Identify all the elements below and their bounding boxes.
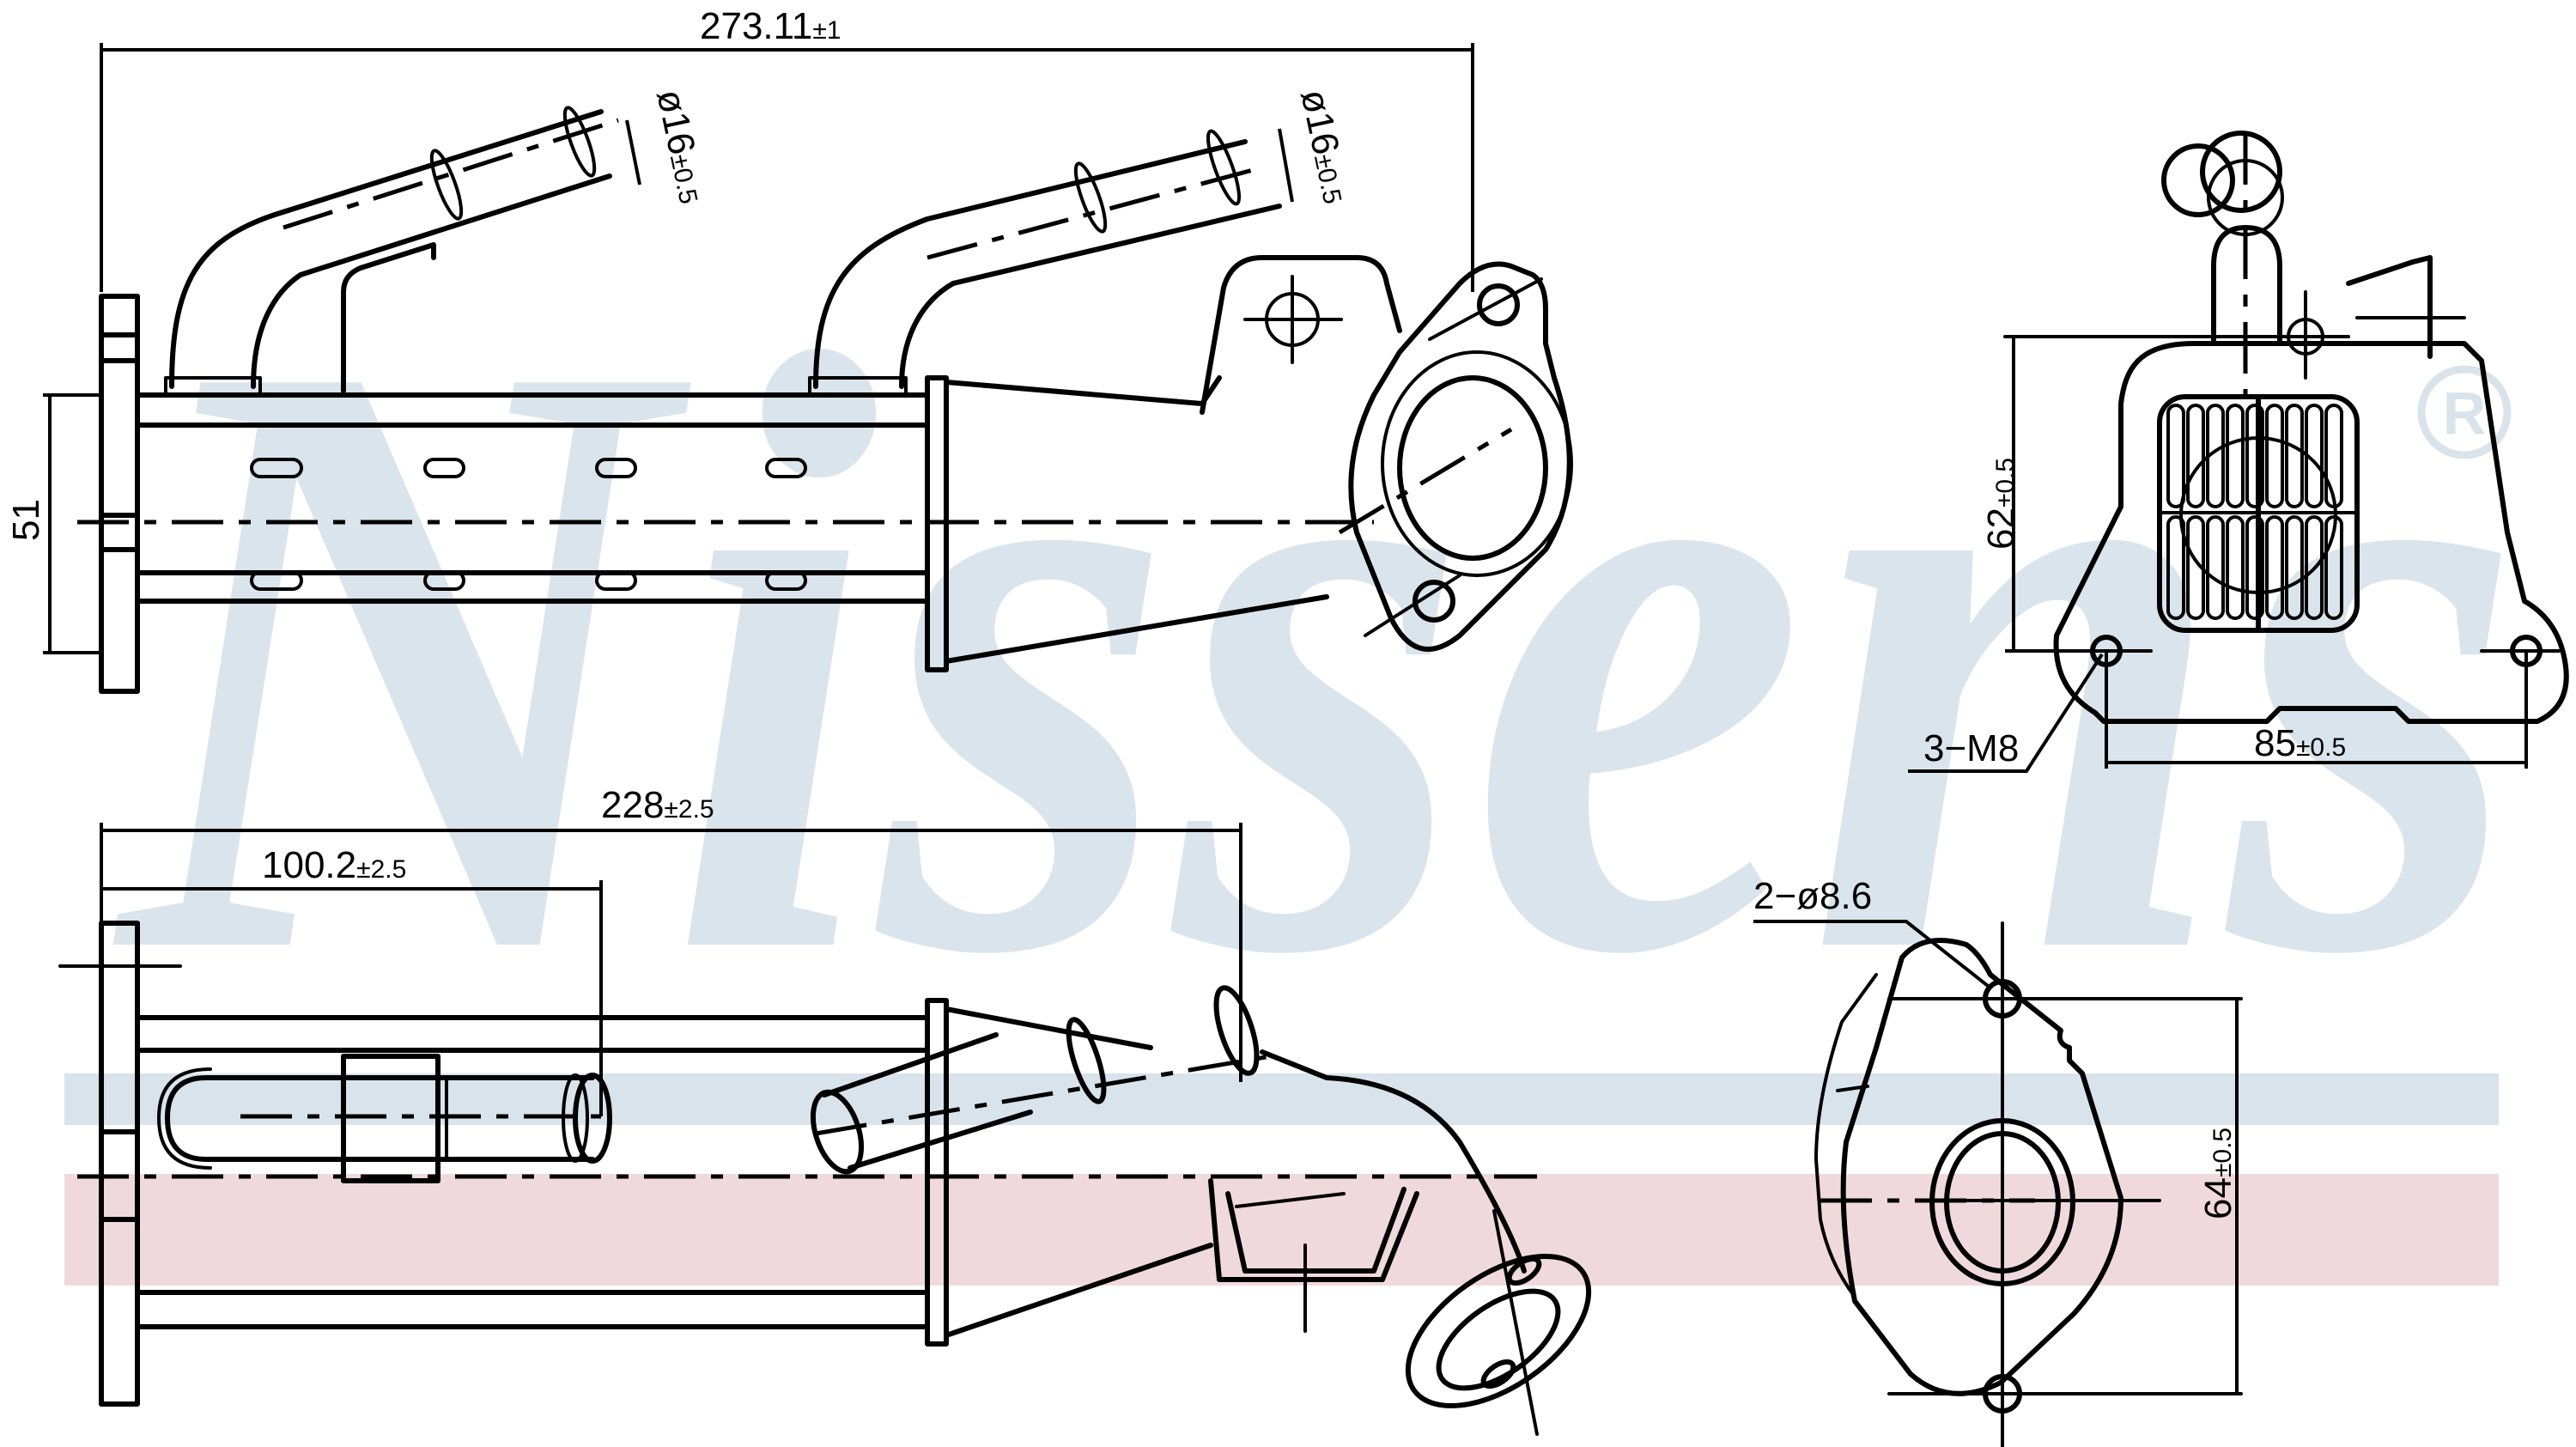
svg-text:2−ø8.6: 2−ø8.6 <box>1753 875 1872 917</box>
registered-mark-icon: R <box>2417 365 2512 459</box>
dim-overall-length: 273.11±1 <box>100 5 1474 292</box>
dim-inlet-distance: 100.2±2.5 <box>101 844 603 1116</box>
dim-pipe-diameter-left: ø16±0.5 <box>625 86 714 207</box>
svg-text:ø16±0.5: ø16±0.5 <box>648 86 714 207</box>
svg-text:85±0.5: 85±0.5 <box>2254 722 2346 764</box>
thread-callout: 3−M8 <box>1908 653 2104 773</box>
end-view-fins <box>2158 397 2359 631</box>
svg-text:273.11±1: 273.11±1 <box>700 5 841 47</box>
svg-text:64±0.5: 64±0.5 <box>2197 1128 2239 1219</box>
svg-text:228±2.5: 228±2.5 <box>601 784 714 826</box>
svg-text:62±0.5: 62±0.5 <box>1980 458 2022 550</box>
flange-view: 64±0.5 2−ø8.6 <box>1753 875 2243 1447</box>
top-view: 273.11±1 51 ø16±0.5 ø16±0.5 <box>5 5 1573 694</box>
watermark-stripe-red <box>64 1174 2499 1286</box>
svg-text:R: R <box>2443 380 2487 447</box>
end-view: 62±0.5 85±0.5 3−M8 <box>1908 131 2569 773</box>
dim-bolt-spacing: 85±0.5 <box>2105 651 2528 769</box>
dim-outlet-distance: 228±2.5 <box>100 784 1242 1082</box>
svg-text:3−M8: 3−M8 <box>1923 727 2019 769</box>
dim-height-51: 51 <box>5 393 101 654</box>
svg-text:100.2±2.5: 100.2±2.5 <box>262 844 406 886</box>
hole-callout: 2−ø8.6 <box>1753 875 1990 988</box>
dim-end-height: 62±0.5 <box>1980 337 2104 653</box>
body-slots <box>250 458 807 591</box>
side-view: 228±2.5 100.2±2.5 <box>58 784 1592 1436</box>
dim-hole-spacing: 64±0.5 <box>2197 999 2239 1394</box>
svg-text:51: 51 <box>5 499 47 541</box>
